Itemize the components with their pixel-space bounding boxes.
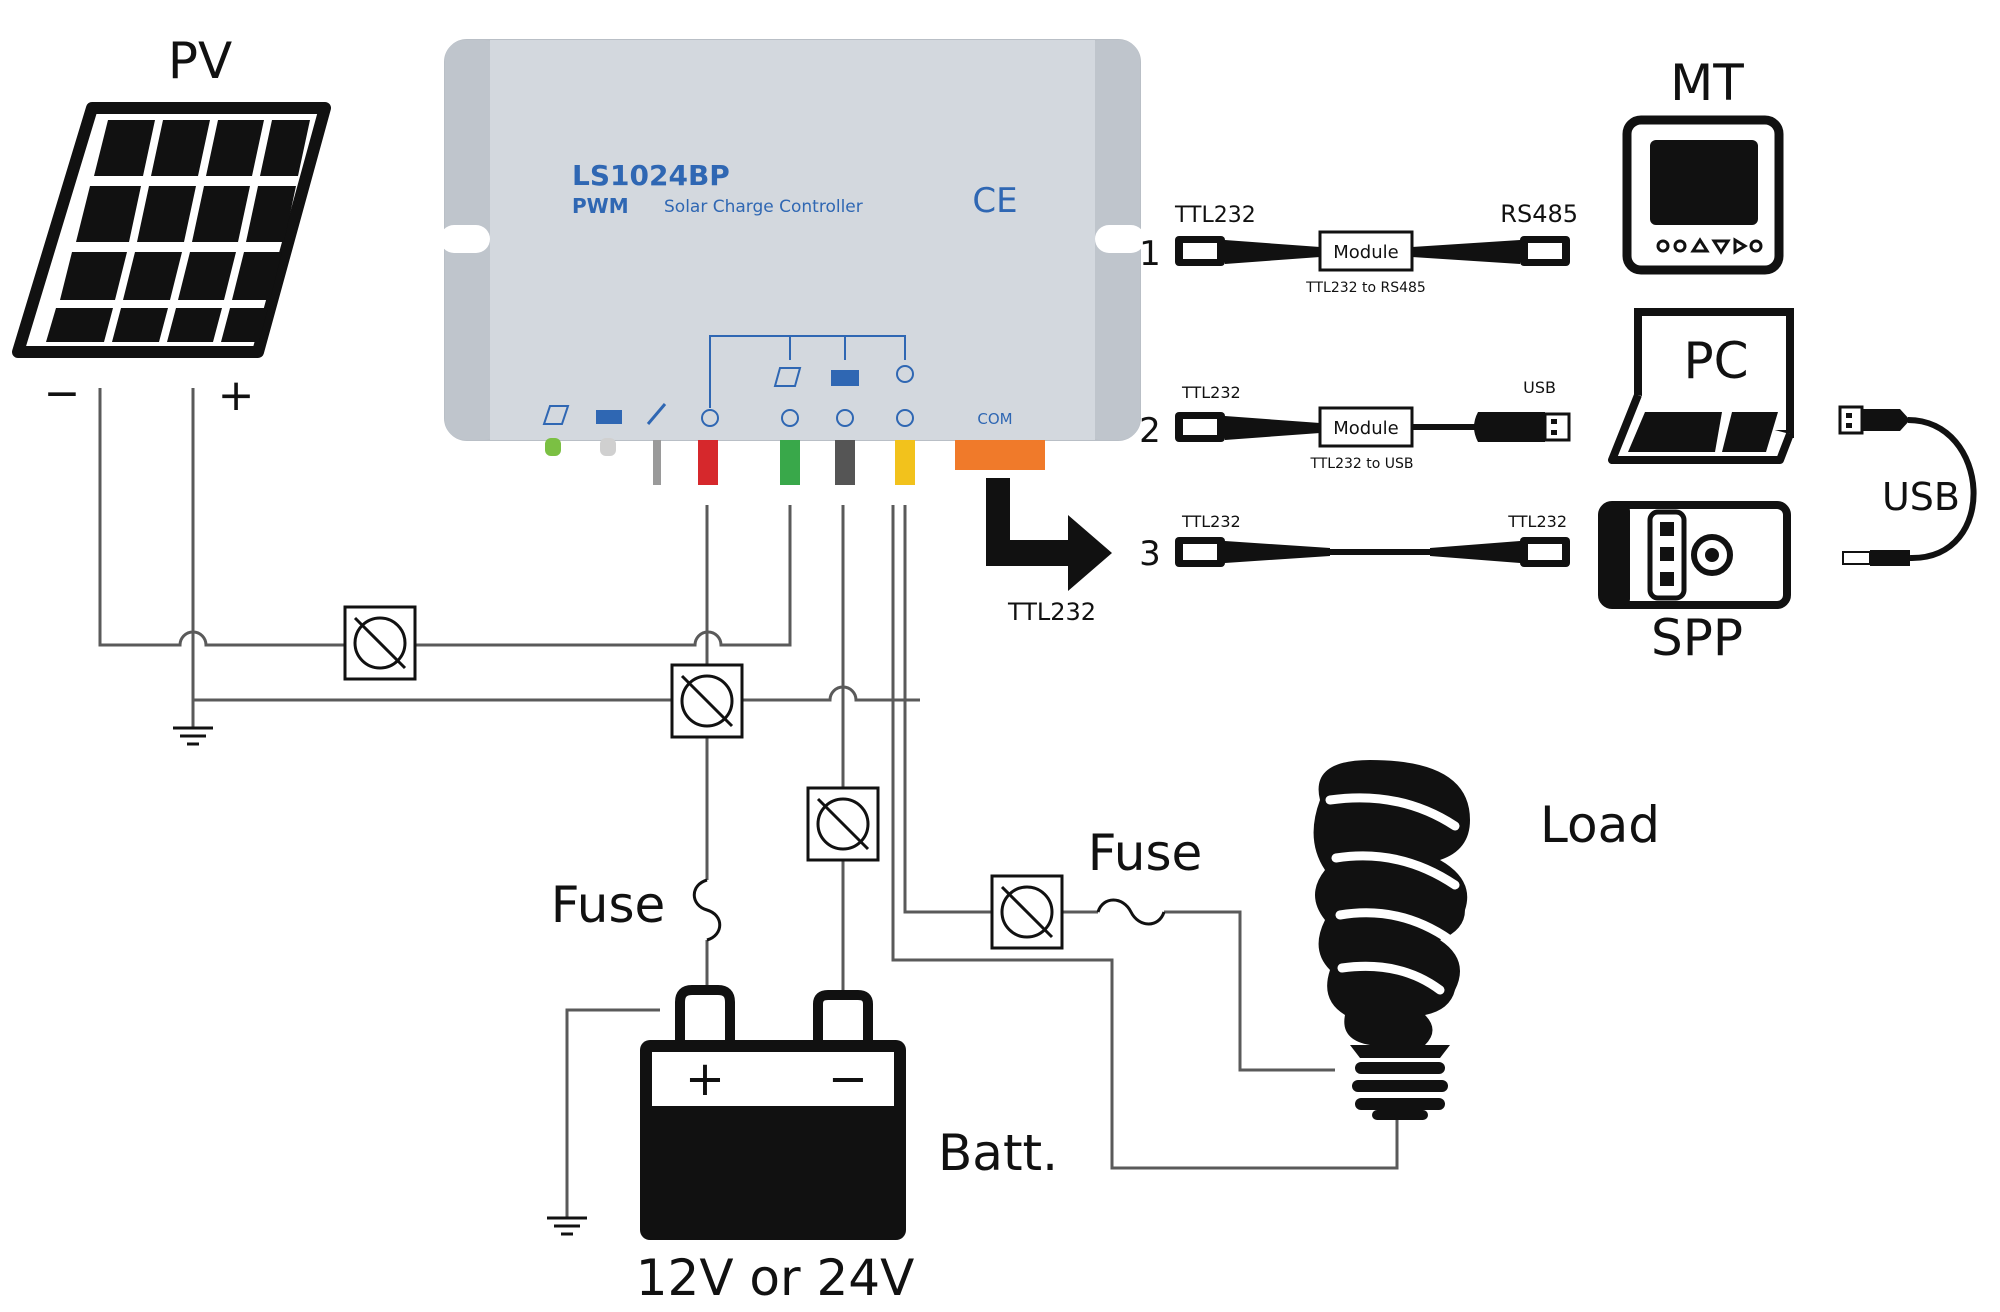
load-terminal-icon [896, 365, 914, 383]
connection-index: 3 [1139, 534, 1161, 574]
ground-icon [173, 726, 213, 746]
battery-terminal-icon [831, 370, 859, 386]
controller-model: LS1024BP [572, 159, 730, 192]
com-port[interactable] [955, 440, 1045, 470]
pv-minus-label: − [44, 368, 81, 419]
breaker-switch-icon [990, 874, 1064, 950]
pv-terminal-icon [773, 367, 802, 387]
wire-green [780, 440, 800, 485]
module-label: Module [1333, 418, 1398, 439]
usb-cable: USB [1838, 405, 1977, 566]
battery-voltage-label: 12V or 24V [636, 1249, 915, 1307]
connection-row-2: 2 TTL232 Module TTL232 to USB USB [1139, 378, 1571, 472]
rj-connector-icon [1412, 236, 1570, 266]
led-pv [545, 438, 561, 456]
usb-plug-icon [1838, 405, 1910, 435]
rj-connector-icon [1175, 236, 1320, 266]
light-bulb-icon [1313, 760, 1470, 1120]
connection-row-1: 1 TTL232 Module TTL232 to RS485 RS485 [1139, 200, 1578, 296]
connection-index: 1 [1139, 234, 1161, 274]
connection-left-label: TTL232 [1181, 383, 1241, 402]
pv-panel: PV − + [12, 32, 331, 421]
battery-label: Batt. [938, 1124, 1058, 1182]
fuse-battery-icon [692, 878, 722, 942]
breaker-switch-icon [343, 605, 417, 681]
connection-index: 2 [1139, 411, 1161, 451]
com-port-label: COM [977, 410, 1012, 428]
wire-red [698, 440, 718, 485]
controller-pwm-label: PWM [572, 194, 629, 218]
usb-plug-icon [1474, 412, 1571, 442]
micro-usb-plug-icon [1842, 550, 1910, 566]
controller-subtitle: Solar Charge Controller [664, 197, 863, 217]
fuse-load-icon [1096, 898, 1166, 926]
wire-black [835, 440, 855, 485]
module-caption: TTL232 to USB [1309, 456, 1413, 472]
fuse-battery-label: Fuse [551, 876, 666, 934]
wiring [98, 388, 1399, 1218]
rj-connector-icon [1175, 537, 1330, 567]
charge-controller: LS1024BP PWM Solar Charge Controller CE [440, 39, 1145, 485]
led-battery [600, 438, 616, 456]
battery-minus-label: − [828, 1051, 868, 1107]
ground-icon [547, 1216, 587, 1236]
arrow-icon [986, 478, 1112, 591]
fault-status-icon [646, 403, 667, 425]
remote-meter-icon [1622, 115, 1784, 275]
bluetooth-adapter-icon [1598, 501, 1791, 609]
connection-left-label: TTL232 [1174, 203, 1256, 228]
rj-connector-icon [1175, 412, 1320, 442]
breaker-switch-icon [806, 786, 880, 862]
connection-right-label: RS485 [1500, 200, 1578, 228]
battery-status-icon [596, 410, 622, 424]
spp-label: SPP [1651, 609, 1743, 667]
module-caption: TTL232 to RS485 [1305, 280, 1426, 296]
laptop-icon [1608, 308, 1794, 464]
battery: + − [640, 985, 906, 1240]
breaker-switch-icon [670, 663, 744, 739]
module-box [1318, 230, 1414, 272]
usb-label: USB [1882, 475, 1960, 519]
rj-connector-icon [1430, 537, 1570, 567]
connection-right-label: TTL232 [1507, 512, 1567, 531]
connection-right-label: USB [1523, 378, 1556, 397]
pv-status-icon [542, 405, 570, 425]
battery-plus-label: + [685, 1051, 725, 1107]
solar-panel-icon [12, 102, 331, 358]
load-label: Load [1540, 796, 1660, 854]
ce-mark: CE [972, 181, 1017, 221]
pv-label: PV [168, 32, 232, 90]
mt-label: MT [1670, 54, 1744, 112]
fuse-load-label: Fuse [1088, 824, 1203, 882]
wire-grey [653, 440, 661, 485]
ttl232-com-label: TTL232 [1007, 598, 1096, 626]
wire-yellow [895, 440, 915, 485]
connection-left-label: TTL232 [1181, 512, 1241, 531]
module-label: Module [1333, 242, 1398, 263]
pc-label: PC [1683, 332, 1748, 390]
pv-plus-label: + [218, 370, 255, 421]
connection-row-3: 3 TTL232 TTL232 [1139, 512, 1570, 574]
